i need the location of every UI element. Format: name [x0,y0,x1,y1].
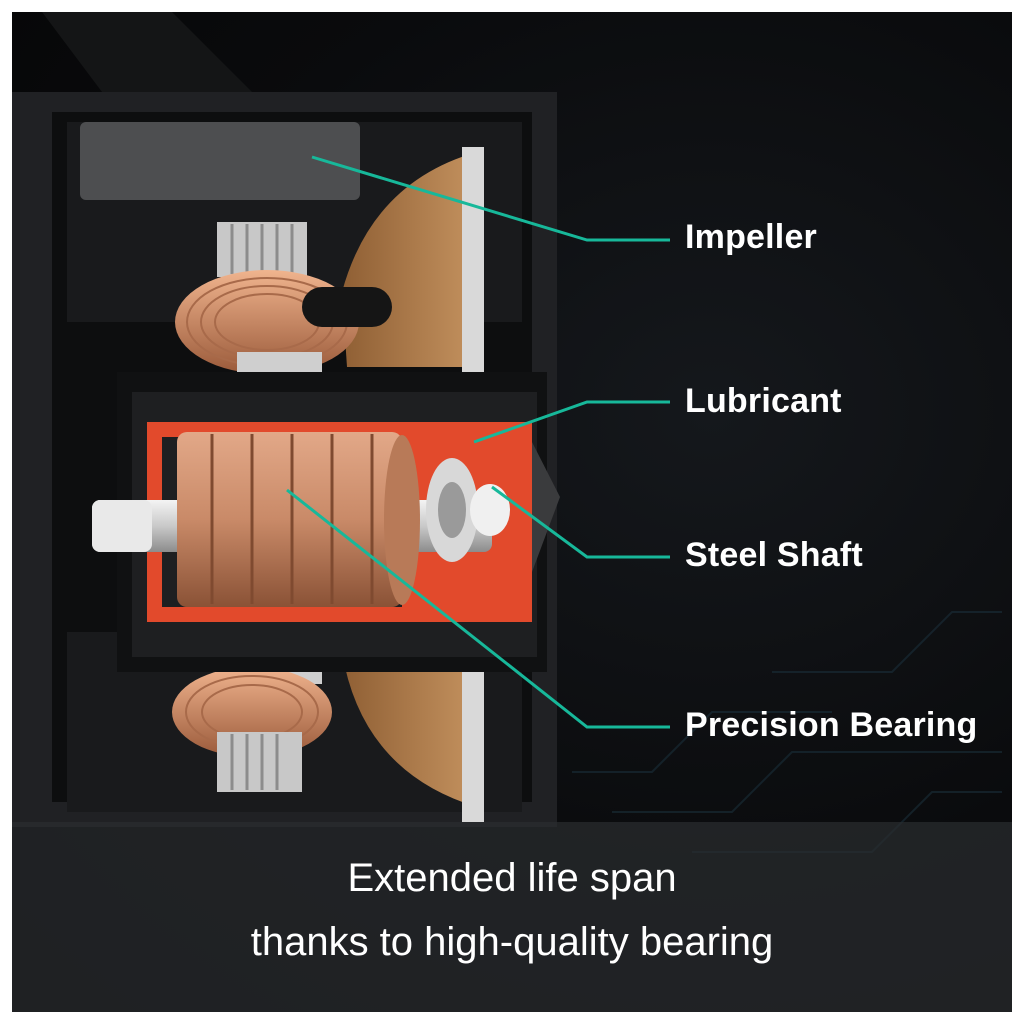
caption-line-1: Extended life span [347,856,677,900]
impeller-leader [311,155,670,242]
lubricant-leader [473,400,670,444]
bearing-cutaway-illustration [12,12,1002,853]
lubricant-label: Lubricant [685,382,842,420]
impeller-magnet [80,122,360,200]
shaft-washer [426,458,510,562]
steel-shaft-leader [491,485,670,559]
precision-bearing-label: Precision Bearing [685,706,978,744]
precision-bearing-leader [286,488,670,729]
leader-lines [286,155,670,729]
steel-shaft-label: Steel Shaft [685,536,863,574]
upper-coil [175,222,392,387]
caption-band: Extended life span thanks to high-qualit… [12,822,1012,1012]
precision-bearing-rotor [177,432,420,607]
caption-line-2: thanks to high-quality bearing [250,920,774,964]
product-image-frame: Impeller Lubricant Steel Shaft Precision… [12,12,1012,1012]
impeller-label: Impeller [685,218,817,256]
